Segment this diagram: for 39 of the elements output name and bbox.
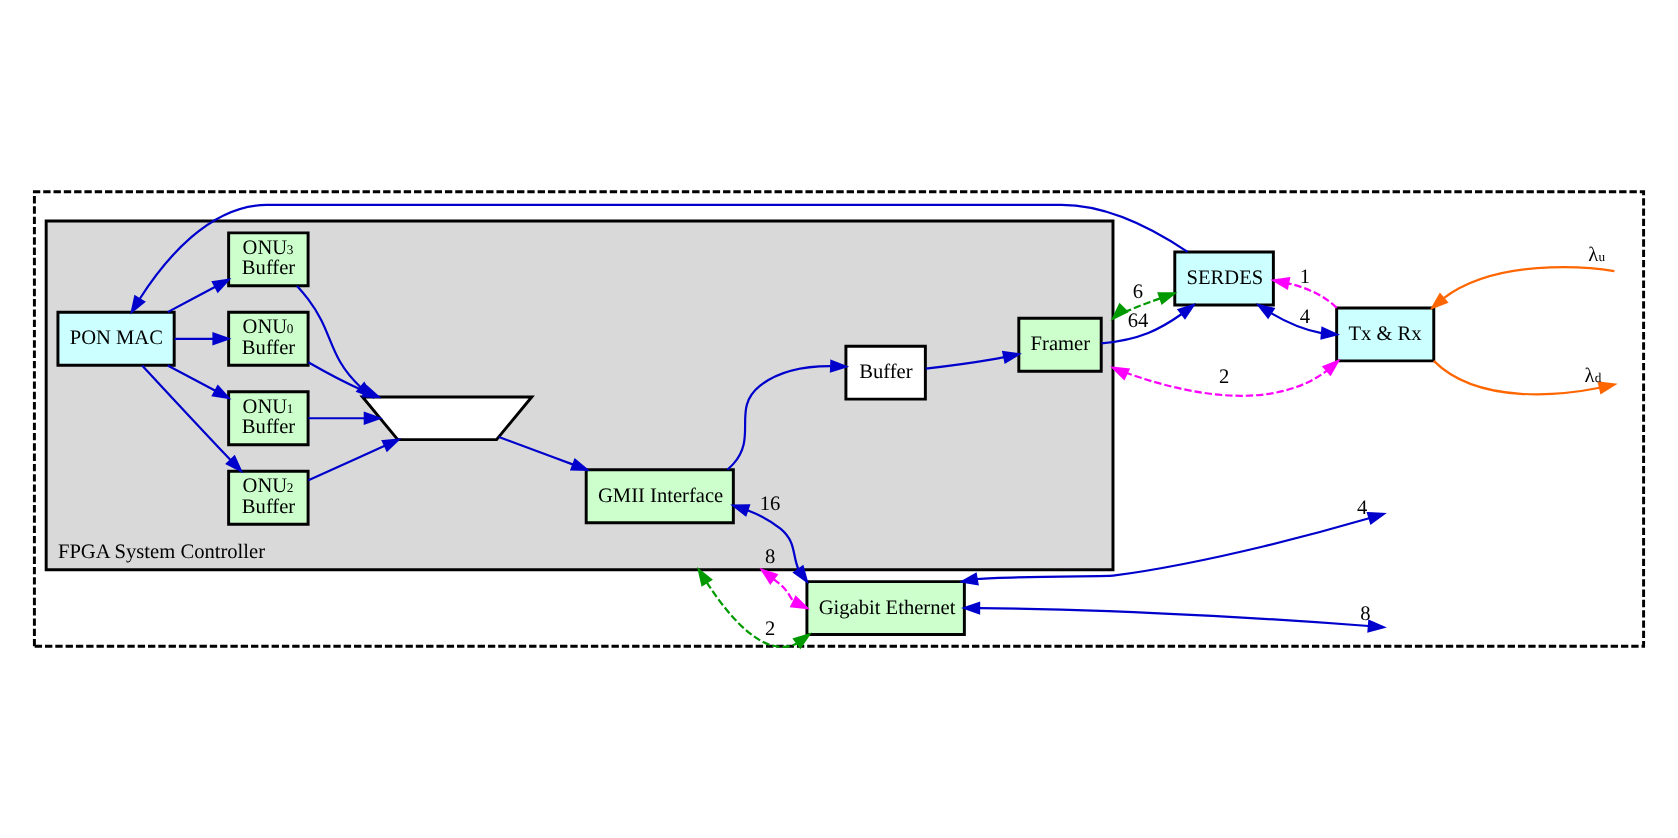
- arrow: [130, 203, 1189, 315]
- edge-label: 2: [764, 618, 776, 641]
- arrow: [141, 364, 244, 474]
- edge-label: 8: [764, 546, 776, 569]
- edge-label: 2: [1218, 367, 1230, 390]
- arrow: [167, 278, 232, 314]
- edge-label: 6: [1132, 281, 1144, 304]
- edge-label: 8: [1360, 604, 1371, 627]
- edge-label: 16: [759, 493, 781, 516]
- arrow: [174, 332, 232, 346]
- arrow: [1101, 302, 1197, 345]
- node-box: Tx & Rx: [1335, 306, 1436, 363]
- arrow: [1429, 266, 1615, 311]
- arrow: [307, 438, 402, 482]
- edge-label: 1: [1299, 267, 1311, 290]
- node-box: Gigabit Ethernet: [805, 580, 966, 637]
- arrow: [1109, 358, 1341, 397]
- node-box: PON MAC: [56, 310, 176, 367]
- arrow: [961, 601, 1387, 633]
- arrow: [1433, 360, 1618, 396]
- node-box: Framer: [1017, 316, 1103, 373]
- arrow: [1255, 303, 1340, 340]
- node-box: Buffer: [844, 344, 927, 401]
- arrow: [958, 512, 1387, 586]
- arrow: [308, 411, 383, 425]
- node-box: GMII Interface: [584, 468, 735, 525]
- arrow: [730, 504, 809, 585]
- arrow: [1270, 276, 1338, 309]
- arrow: [726, 359, 850, 471]
- arrow: [697, 567, 812, 650]
- arrow: [498, 435, 591, 471]
- arrow: [759, 567, 810, 610]
- edge-label: 4: [1299, 306, 1311, 329]
- edge-label: 4: [1357, 498, 1368, 521]
- arrow: [925, 350, 1022, 370]
- arrow: [1110, 292, 1178, 321]
- edge-label: 64: [1127, 311, 1149, 334]
- node-box: SERDES: [1173, 250, 1275, 307]
- arrow: [167, 364, 232, 400]
